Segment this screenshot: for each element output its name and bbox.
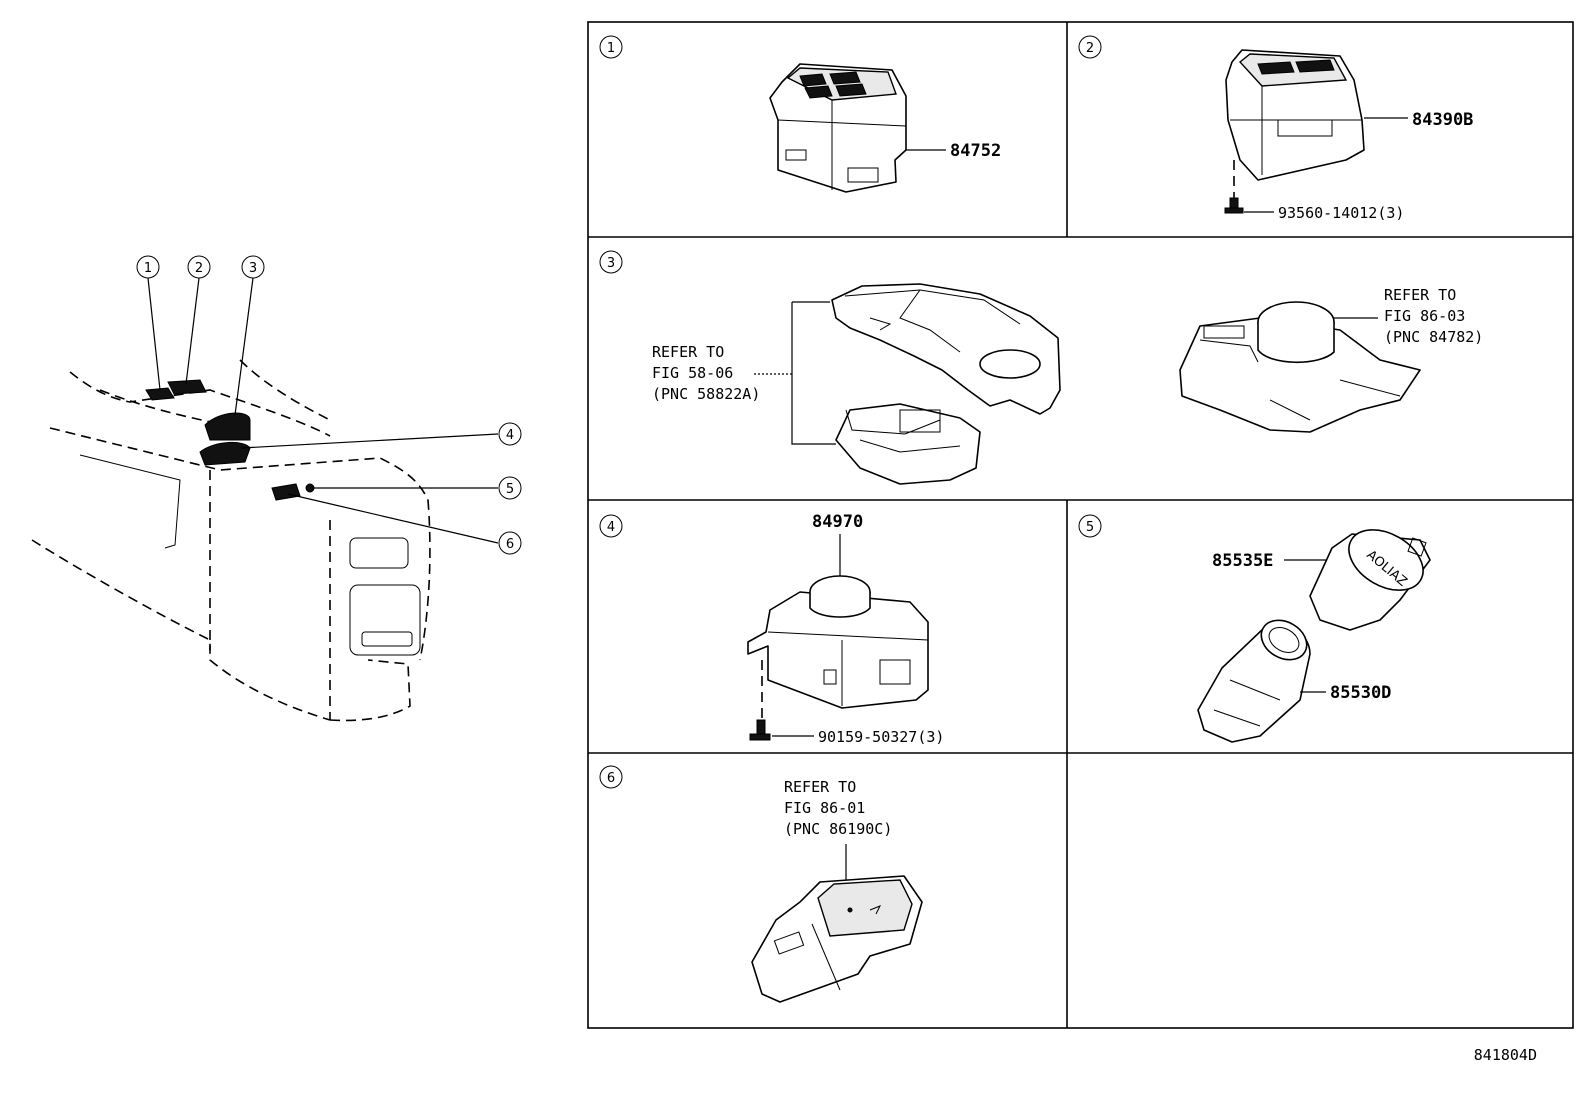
parts-grid <box>587 21 1574 1029</box>
panel-3: 3 REFER TO FIG 58-06 (PNC 58822A) <box>599 250 1483 485</box>
callout-4: 4 <box>498 422 522 446</box>
panel-5: 5 85535E AOLIAZ 85530D <box>1078 514 1431 743</box>
panel-4: 4 84970 90159-50327(3) <box>599 512 944 746</box>
controller-84970-drawing <box>747 575 929 709</box>
console-lid-drawing <box>831 283 1061 415</box>
callout-2: 2 <box>187 255 211 279</box>
callout-3: 3 <box>241 255 265 279</box>
ref-left-line-1: REFER TO <box>652 343 724 361</box>
console-socket <box>271 483 301 501</box>
callout-6: 6 <box>498 531 522 555</box>
ref-6-line-2: FIG 86-01 <box>784 799 865 817</box>
ref-6-line-3: (PNC 86190C) <box>784 820 892 838</box>
console-controller-3 <box>204 412 251 441</box>
callout-label-1: 1 <box>144 261 152 276</box>
callout-5: 5 <box>498 476 522 500</box>
console-switch-1 <box>145 387 175 401</box>
part-number-84970: 84970 <box>812 512 863 532</box>
socket-body-drawing <box>1197 619 1311 743</box>
ref-left-line-2: FIG 58-06 <box>652 364 733 382</box>
figure-id: 841804D <box>1474 1046 1537 1064</box>
panel-3-number: 3 <box>607 256 615 271</box>
bracket-drawing <box>835 403 981 485</box>
ref-right-line-3: (PNC 84782) <box>1384 328 1483 346</box>
panel-6-number: 6 <box>607 771 615 786</box>
ref-right-line-1: REFER TO <box>1384 286 1456 304</box>
part-number-84390b: 84390B <box>1412 110 1473 130</box>
console-switch-2 <box>167 379 207 395</box>
panel-5-number: 5 <box>1086 520 1094 535</box>
callout-label-4: 4 <box>506 428 514 443</box>
ref-6-line-1: REFER TO <box>784 778 856 796</box>
shift-knob-drawing <box>1179 301 1421 433</box>
socket-cap-drawing: AOLIAZ <box>1309 529 1431 631</box>
panel-2-number: 2 <box>1086 41 1094 56</box>
callout-label-6: 6 <box>506 537 514 552</box>
ref-right-line-2: FIG 86-03 <box>1384 307 1465 325</box>
part-number-85535e: 85535E <box>1212 551 1273 571</box>
callout-1: 1 <box>136 255 160 279</box>
screw-icon <box>1224 197 1244 214</box>
panel-1: 1 84752 <box>599 35 1001 193</box>
panel-1-number: 1 <box>607 41 615 56</box>
console-controller-4 <box>199 442 251 466</box>
callout-label-2: 2 <box>195 261 203 276</box>
part-number-85530d: 85530D <box>1330 683 1391 703</box>
panel-6: 6 REFER TO FIG 86-01 (PNC 86190C) <box>599 765 923 1003</box>
panel-2: 2 84390B 93560-14012(3) <box>1078 35 1473 222</box>
switch-84390b-drawing <box>1225 49 1365 181</box>
panel-4-number: 4 <box>607 520 615 535</box>
console-overview <box>31 277 499 722</box>
switch-84752-drawing <box>769 63 907 193</box>
ref-left-line-3: (PNC 58822A) <box>652 385 760 403</box>
callout-label-5: 5 <box>506 482 514 497</box>
fastener-90159: 90159-50327(3) <box>818 728 944 746</box>
callout-label-3: 3 <box>249 261 257 276</box>
part-number-84752: 84752 <box>950 141 1001 161</box>
fastener-93560: 93560-14012(3) <box>1278 204 1404 222</box>
bolt-icon <box>749 719 771 741</box>
switch-86190c-drawing <box>751 875 923 1003</box>
